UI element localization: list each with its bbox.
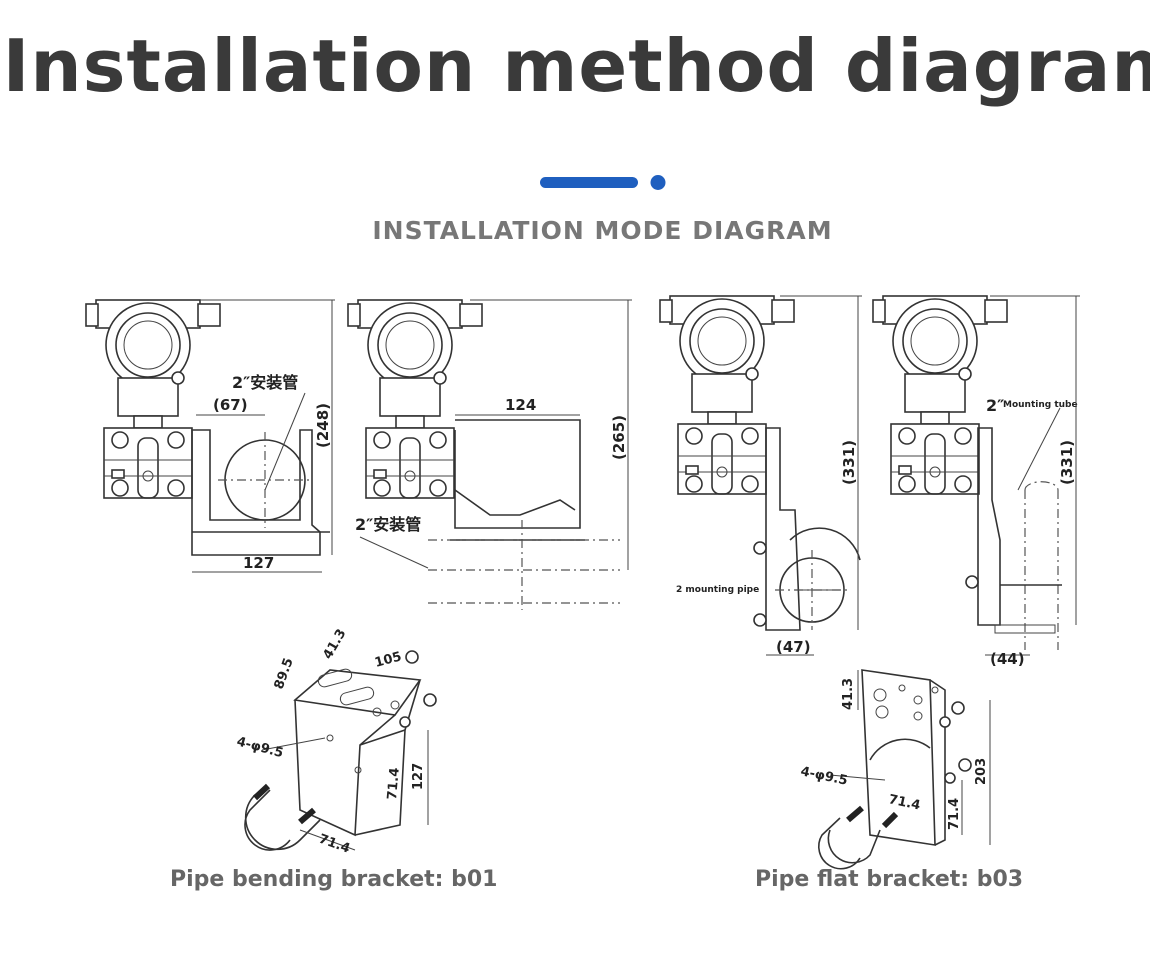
- figure-pipe-bend-mount-2: 2″安装管 124 (265): [347, 299, 632, 610]
- b01-dim-f: 71.4: [317, 832, 352, 857]
- divider-dot: [650, 175, 666, 190]
- fig4-pipe-label: Mounting tube: [1003, 400, 1078, 410]
- page-title: Installation method diagram: [2, 24, 1150, 108]
- fig1-dim-height: (248): [314, 403, 332, 448]
- b01-dim-d: 71.4: [385, 767, 403, 800]
- b01-dim-a: 89.5: [272, 656, 297, 691]
- bracket-b03-drawing: 41.3 4-φ9.5 71.4 71.4 203: [799, 669, 991, 870]
- figure-pipe-bend-mount-1: 2″安装管 (67) 127 (248): [85, 299, 335, 573]
- fig1-dim-width: 127: [243, 554, 274, 572]
- caption-pipe-flat-bracket: Pipe flat bracket: b03: [755, 867, 1024, 892]
- b01-dim-b: 41.3: [320, 627, 349, 662]
- fig1-dim-offset: (67): [213, 396, 248, 414]
- fig3-dim-offset: (47): [776, 638, 811, 656]
- fig4-dim-offset: (44): [990, 650, 1025, 668]
- fig3-pipe-label: 2 mounting pipe: [676, 585, 759, 595]
- fig3-dim-height: (331): [840, 440, 858, 485]
- b03-dim-c: 71.4: [947, 798, 962, 830]
- section-subtitle: INSTALLATION MODE DIAGRAM: [372, 216, 833, 245]
- b03-dim-b: 71.4: [887, 792, 921, 813]
- fig2-pipe-label: 2″安装管: [355, 515, 421, 534]
- b03-dim-d: 203: [974, 758, 989, 785]
- figure-pipe-flat-mount-3: 2 mounting pipe (47) (331): [659, 295, 862, 656]
- b01-dim-e: 127: [411, 763, 426, 790]
- fig4-pipe-prefix: 2″: [986, 396, 1004, 415]
- caption-pipe-bending-bracket: Pipe bending bracket: b01: [170, 867, 498, 892]
- figure-pipe-flat-mount-4: 2″ Mounting tube (44) (331): [872, 295, 1080, 668]
- fig1-pipe-label: 2″安装管: [232, 373, 298, 392]
- fig2-dim-height: (265): [610, 415, 628, 460]
- b01-dim-c: 105: [373, 649, 403, 671]
- bracket-b01-drawing: 89.5 41.3 105 4-φ9.5 71.4 127 71.4: [235, 627, 437, 857]
- b01-dim-holes: 4-φ9.5: [235, 734, 285, 761]
- section-divider: [540, 175, 666, 190]
- b03-dim-holes: 4-φ9.5: [799, 764, 849, 789]
- fig2-dim-width: 124: [505, 396, 536, 414]
- divider-bar: [540, 177, 638, 188]
- fig4-dim-height: (331): [1058, 440, 1076, 485]
- b03-dim-a: 41.3: [841, 678, 856, 710]
